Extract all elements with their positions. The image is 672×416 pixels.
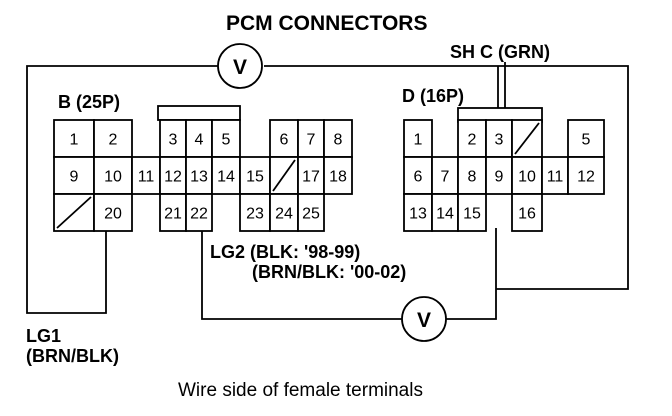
connector-d-pin-5: 5: [582, 132, 591, 149]
connector-b-pin-17-cell: [297, 156, 325, 195]
connector-d-pin-15: 15: [463, 206, 481, 223]
connector-b-pin-8: 8: [334, 132, 343, 149]
connector-b-pin-20: 20: [104, 206, 122, 223]
connector-d-pin-11: 11: [547, 169, 564, 186]
voltmeter-top-symbol: V: [233, 56, 247, 79]
connector-d-pin-16-cell: [511, 193, 543, 232]
connector-d-pin-13: 13: [409, 206, 427, 223]
connector-d-pin-12-cell: [567, 156, 605, 195]
lg2-label-line2: (BRN/BLK: '00-02): [252, 262, 406, 282]
lg1-label-line2: (BRN/BLK): [26, 346, 119, 366]
connector-b-pin-1-cell: [53, 119, 95, 158]
sh-c-label: SH C (GRN): [450, 42, 550, 62]
connector-b-pin-25-cell: [297, 193, 325, 232]
connector-d-pin-12: 12: [577, 169, 595, 186]
connector-b-pin-4: 4: [195, 132, 204, 149]
connector-b-blank-slash: [56, 196, 92, 229]
connector-b-pin-17: 17: [302, 169, 320, 186]
connector-b-pin-2: 2: [109, 132, 118, 149]
connector-b-pin-6: 6: [280, 132, 289, 149]
connector-d-pin-1: 1: [414, 132, 423, 149]
voltmeter-top-circle: [217, 43, 263, 89]
connector-b-pin-18: 18: [329, 169, 347, 186]
connector-d-pin-6: 6: [414, 169, 423, 186]
connector-b-pin-12-cell: [159, 156, 187, 195]
connector-b-pin-20-cell: [93, 193, 133, 232]
diagram-title: PCM CONNECTORS: [226, 12, 427, 35]
connector-b-pin-5: 5: [222, 132, 231, 149]
bottom-wire-loop: [201, 228, 497, 320]
connector-b-pin-13-cell: [185, 156, 213, 195]
connector-d-pin-14: 14: [436, 206, 454, 223]
lg2-label-line1: LG2 (BLK: '98-99): [210, 242, 360, 262]
connector-b-pin-7: 7: [307, 132, 316, 149]
connector-b-pin-10: 10: [104, 169, 122, 186]
connector-b-pin-11-cell: [131, 156, 161, 195]
connector-d-pin-14-cell: [431, 193, 459, 232]
connector-b-pin-25: 25: [302, 206, 320, 223]
voltmeter-bottom-symbol: V: [417, 309, 431, 332]
connector-d-pin-15-cell: [457, 193, 487, 232]
connector-b-pin-21: 21: [164, 206, 182, 223]
connector-b-pin-4-cell: [185, 119, 213, 158]
connector-b-pin-15-cell: [239, 156, 271, 195]
connector-d-pin-5-cell: [567, 119, 605, 158]
connector-b-pin-2-cell: [93, 119, 133, 158]
connector-d-pin-13-cell: [403, 193, 433, 232]
connector-b-pin-22: 22: [190, 206, 208, 223]
top-wire-loop: [26, 65, 629, 314]
connector-b-pin-23: 23: [246, 206, 264, 223]
connector-b-pin-14-cell: [211, 156, 241, 195]
voltmeter-top: V: [217, 43, 263, 89]
lg1-label-line1: LG1: [26, 326, 61, 346]
connector-d-pin-16: 16: [518, 206, 536, 223]
connector-d-pin-9: 9: [495, 169, 504, 186]
connector-d-pin-11-cell: [541, 156, 569, 195]
connector-b-pin-24-cell: [269, 193, 299, 232]
connector-d-label: D (16P): [402, 86, 464, 106]
connector-b-pin-6-cell: [269, 119, 299, 158]
connector-b-pin-24: 24: [275, 206, 293, 223]
connector-d-pin-9-cell: [485, 156, 513, 195]
connector-b-pin-22-cell: [185, 193, 213, 232]
connector-b-label: B (25P): [58, 92, 120, 112]
connector-b-pin-14: 14: [217, 169, 235, 186]
connector-d-pin-2: 2: [468, 132, 477, 149]
connector-b-pin-11: 11: [138, 169, 155, 186]
diagram-caption: Wire side of female terminals: [178, 380, 423, 401]
connector-b-pin-3: 3: [169, 132, 178, 149]
connector-b-pin-1: 1: [70, 132, 79, 149]
connector-d-pin-3: 3: [495, 132, 504, 149]
connector-b-pin-13: 13: [190, 169, 208, 186]
voltmeter-bottom-circle: [401, 296, 447, 342]
voltmeter-bottom: V: [401, 296, 447, 342]
connector-b-pin-12: 12: [164, 169, 182, 186]
connector-b-pin-9: 9: [70, 169, 79, 186]
connector-b-lock-tab: [157, 105, 241, 121]
connector-b-pin-9-cell: [53, 156, 95, 195]
connector-b-pin-15: 15: [246, 169, 264, 186]
connector-b-pin-8-cell: [323, 119, 353, 158]
connector-d-pin-7-cell: [431, 156, 459, 195]
connector-b-pin-18-cell: [323, 156, 353, 195]
connector-d-pin-10: 10: [518, 169, 536, 186]
connector-b-blank-slash: [272, 159, 296, 192]
connector-d-blank-slash: [514, 122, 540, 155]
connector-d-pin-8: 8: [468, 169, 477, 186]
connector-d-pin-7: 7: [441, 169, 450, 186]
